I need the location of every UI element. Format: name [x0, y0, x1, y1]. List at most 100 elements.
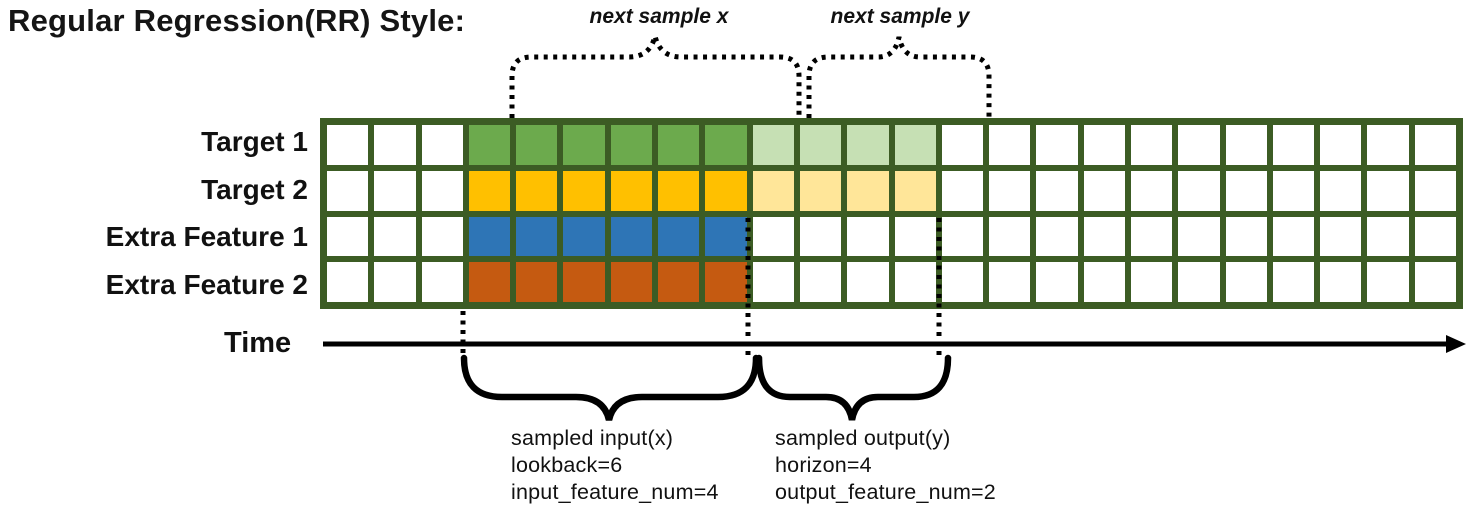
grid-cell [847, 170, 889, 211]
grid-cell [799, 262, 842, 302]
grid-cell [1225, 170, 1267, 211]
grid-cell [327, 216, 369, 257]
grid-cell [374, 170, 416, 211]
grid-cell [799, 216, 842, 257]
grid-cell [894, 262, 936, 302]
grid-cell [468, 125, 511, 165]
next-sample-x-label: next sample x [589, 5, 729, 28]
next-sample-y-brace [806, 36, 992, 118]
sampled-input-brace [460, 354, 760, 421]
grid-cell [374, 216, 416, 257]
grid-cell [1367, 125, 1409, 165]
grid-cell [327, 125, 369, 165]
row-label: Extra Feature 1 [105, 221, 308, 253]
time-axis-arrowhead [1446, 335, 1466, 353]
grid-cell [1036, 170, 1078, 211]
grid-cell [516, 170, 558, 211]
grid-cell [658, 262, 700, 302]
grid-cell [1036, 125, 1078, 165]
grid-cell [1367, 216, 1409, 257]
grid-cell [468, 262, 511, 302]
grid-cell [516, 125, 558, 165]
grid-cell [374, 262, 416, 302]
grid-cell [1036, 262, 1078, 302]
grid-cell [468, 216, 511, 257]
grid-cell [847, 216, 889, 257]
grid-cell [658, 170, 700, 211]
grid-cell [563, 216, 605, 257]
grid-cell [1083, 262, 1125, 302]
grid-cell [1272, 125, 1315, 165]
input-feature-num-value: input_feature_num=4 [511, 480, 719, 504]
grid-cell [894, 170, 936, 211]
row-label: Target 2 [201, 173, 308, 205]
grid-cell [1320, 125, 1362, 165]
grid-cell [421, 216, 463, 257]
grid-cell [1130, 125, 1173, 165]
grid-cell [1083, 125, 1125, 165]
grid-cell [610, 262, 653, 302]
grid-cell [894, 125, 936, 165]
row-label: Extra Feature 2 [105, 269, 308, 301]
grid-cell [1414, 125, 1456, 165]
grid-cell [1178, 262, 1220, 302]
grid-cell [941, 262, 984, 302]
grid-cell [1414, 262, 1456, 302]
row-labels: Target 1 Target 2 Extra Feature 1 Extra Fea… [0, 118, 308, 309]
grid-cell [563, 170, 605, 211]
time-axis-label: Time [224, 327, 292, 359]
grid-cell [847, 262, 889, 302]
grid-cell [1272, 216, 1315, 257]
grid-cell [421, 170, 463, 211]
grid-cell [1225, 125, 1267, 165]
grid-cell [799, 170, 842, 211]
grid-cell [563, 125, 605, 165]
grid-cell [421, 262, 463, 302]
grid-cell [989, 170, 1031, 211]
grid-cell [516, 262, 558, 302]
grid-cell [1272, 170, 1315, 211]
grid-cell [941, 216, 984, 257]
row-label: Target 1 [201, 125, 308, 157]
grid-cell [1178, 216, 1220, 257]
page-title: Regular Regression(RR) Style: [8, 3, 466, 38]
grid-cell [894, 216, 936, 257]
grid-cell [374, 125, 416, 165]
grid-cell [752, 170, 794, 211]
sampled-output-note: sampled output(y) horizon=4 output_featu… [775, 425, 996, 506]
sampled-input-title: sampled input(x) [511, 426, 674, 450]
grid-cell [468, 170, 511, 211]
sampled-input-note: sampled input(x) lookback=6 input_featur… [511, 425, 719, 506]
grid-cell [1130, 262, 1173, 302]
grid-cell [1320, 262, 1362, 302]
grid-cell [327, 170, 369, 211]
grid-cell [1320, 216, 1362, 257]
grid-cell [799, 125, 842, 165]
grid-cell [941, 170, 984, 211]
grid-cell [752, 262, 794, 302]
grid-cell [563, 262, 605, 302]
grid-cell [1225, 262, 1267, 302]
output-feature-num-value: output_feature_num=2 [775, 480, 996, 504]
grid-cell [1225, 216, 1267, 257]
grid-cell [610, 125, 653, 165]
next-sample-x-brace [509, 35, 802, 118]
grid-cell [610, 170, 653, 211]
grid-cell [1178, 170, 1220, 211]
grid-cell [705, 125, 747, 165]
grid-cell [705, 216, 747, 257]
grid-cell [989, 262, 1031, 302]
grid-cell [1130, 170, 1173, 211]
grid-cell [658, 125, 700, 165]
grid-cell [752, 216, 794, 257]
grid-cell [989, 125, 1031, 165]
grid-cell [421, 125, 463, 165]
grid-cell [610, 216, 653, 257]
grid-cell [1320, 170, 1362, 211]
grid-cell [658, 216, 700, 257]
grid-cell [1083, 170, 1125, 211]
grid-cell [1036, 216, 1078, 257]
grid-cell [1130, 216, 1173, 257]
grid-cell [752, 125, 794, 165]
